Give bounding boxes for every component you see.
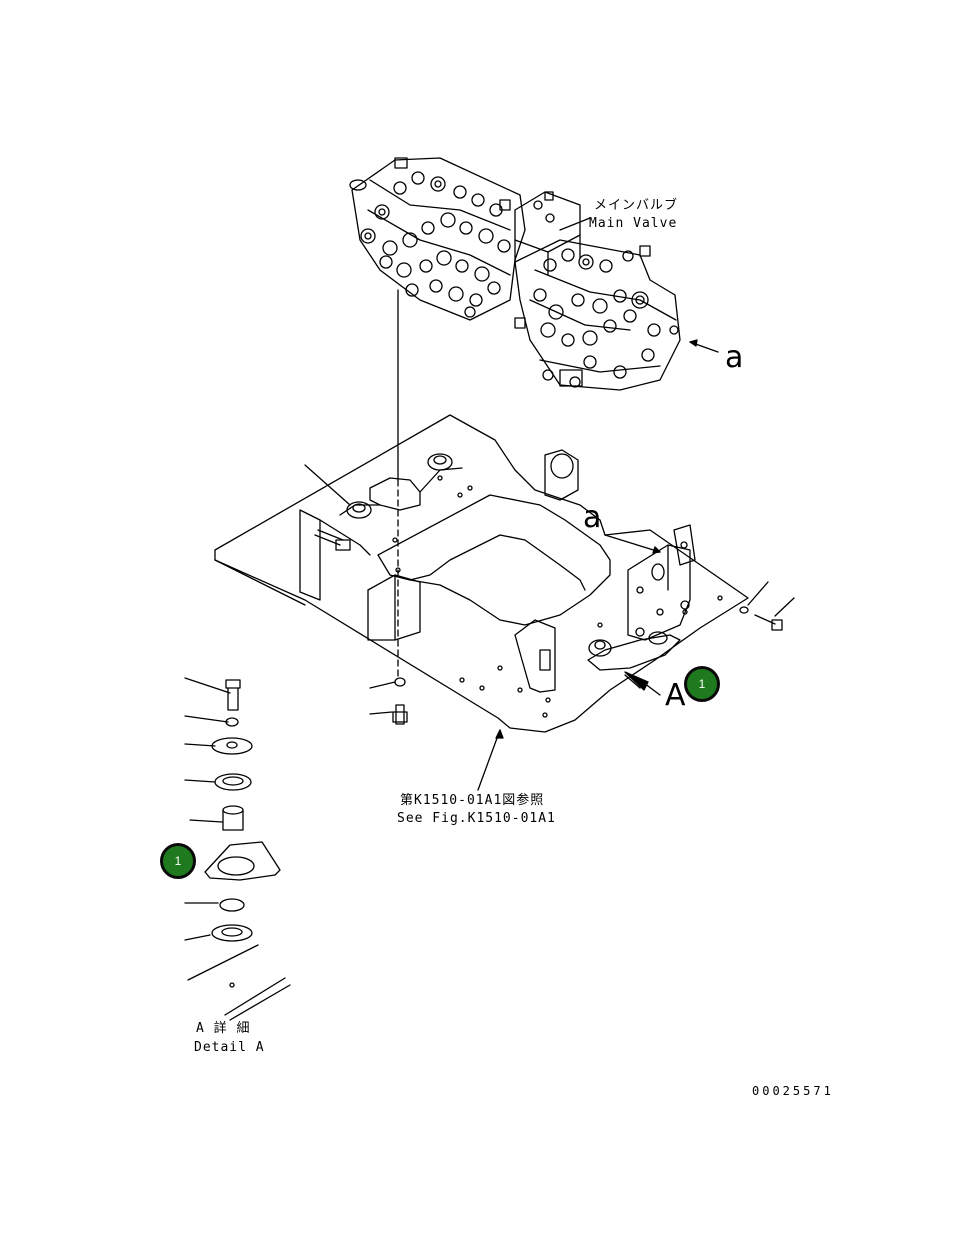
mounting-plate-drawing [214,414,783,733]
main-valve-label-jp: メインバルブ [594,198,679,213]
drawing-number: 00025571 [752,1084,834,1098]
view-a-label-plate: a [583,500,602,535]
detail-a-label-en: Detail A [194,1040,265,1055]
main-valve-drawing [349,157,681,481]
detail-a-drawing [184,677,291,1021]
see-fig-label-jp: 第K1510-01A1図参照 [400,793,545,808]
see-fig-label-en: See Fig.K1510-01A1 [397,811,556,826]
view-A-label: A [665,678,686,713]
callout-1-detail[interactable]: 1 [160,843,196,879]
main-valve-label-en: Main Valve [589,216,678,231]
detail-a-label-jp: A 詳 細 [196,1021,251,1036]
leader-main-valve [559,217,591,231]
view-a-label-upper: a [725,340,744,375]
callout-1-main[interactable]: 1 [684,666,720,702]
